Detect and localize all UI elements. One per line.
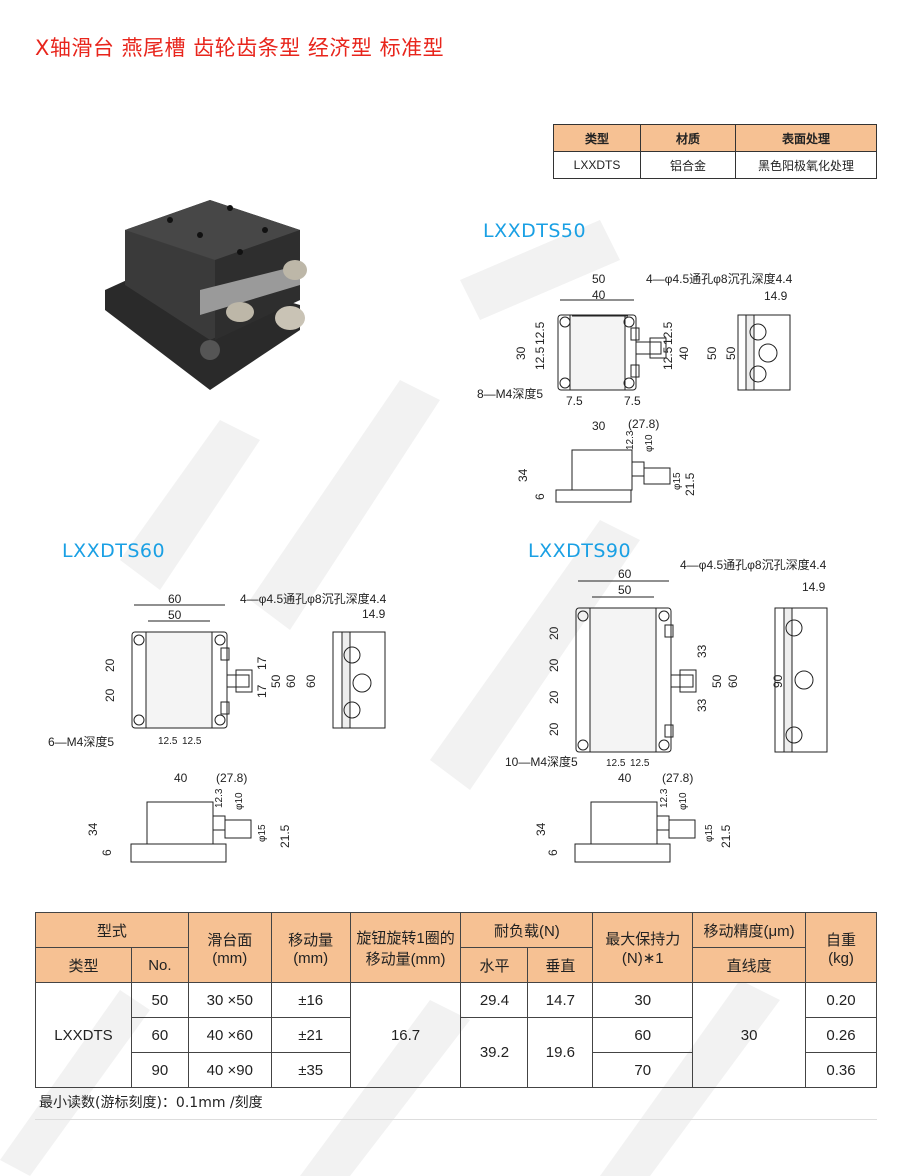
header-straightness: 直线度 — [692, 947, 807, 983]
header-table-face: 滑台面(mm) — [187, 912, 272, 983]
material-table: 类型 材质 表面处理 LXXDTS 铝合金 黑色阳极氧化处理 — [553, 124, 877, 179]
cell-face: 40 ×90 — [187, 1052, 272, 1088]
header-load-v: 垂直 — [527, 947, 594, 983]
cell-travel: ±21 — [270, 1017, 351, 1053]
cell-straightness: 30 — [692, 982, 807, 1088]
model-label-60: LXXDTS60 — [62, 540, 166, 562]
cell-no: 60 — [130, 1017, 189, 1053]
header-weight: 自重(kg) — [805, 912, 877, 983]
spec-table: 型式 滑台面(mm) 移动量(mm) 旋钮旋转1圈的移动量(mm) 耐负载(N)… — [35, 912, 877, 1088]
header-hold: 最大保持力(N)∗1 — [592, 912, 694, 983]
cell-weight: 0.26 — [805, 1017, 877, 1053]
cell-surface: 黑色阳极氧化处理 — [735, 151, 877, 179]
header-travel: 移动量(mm) — [270, 912, 351, 983]
cell-hold: 70 — [592, 1052, 694, 1088]
cell-type: LXXDTS — [553, 151, 641, 179]
cell-travel: ±16 — [270, 982, 351, 1018]
header-type: 类型 — [553, 124, 641, 152]
header-load: 耐负载(N) — [460, 912, 594, 948]
table-row: 90 40 ×90 ±35 70 0.36 — [36, 1052, 877, 1088]
header-per-turn: 旋钮旋转1圈的移动量(mm) — [349, 912, 462, 983]
table-row: LXXDTS 50 30 ×50 ±16 16.7 29.4 14.7 30 3… — [35, 982, 877, 1088]
cell-travel: ±35 — [270, 1052, 351, 1088]
cell-weight: 0.20 — [805, 982, 877, 1018]
product-photo — [105, 200, 307, 390]
header-load-h: 水平 — [460, 947, 529, 983]
model-label-90: LXXDTS90 — [528, 540, 632, 562]
footnote: 最小读数(游标刻度)：0.1mm /刻度 — [35, 1087, 877, 1120]
cell-no: 50 — [130, 982, 189, 1018]
cell-face: 30 ×50 — [187, 982, 272, 1018]
header-accuracy: 移动精度(μm) — [692, 912, 807, 948]
header-form: 型式 — [35, 912, 189, 948]
header-no: No. — [130, 947, 189, 983]
cell-load-h: 39.2 — [460, 1017, 529, 1088]
cell-per-turn: 16.7 — [349, 982, 462, 1088]
model-label-50: LXXDTS50 — [483, 220, 587, 242]
cell-load-h: 29.4 — [460, 982, 529, 1018]
header-material: 材质 — [640, 124, 736, 152]
cell-hold: 60 — [592, 1017, 694, 1053]
cell-material: 铝合金 — [640, 151, 736, 179]
header-type: 类型 — [35, 947, 132, 983]
page-title: X轴滑台 燕尾槽 齿轮齿条型 经济型 标准型 — [35, 36, 445, 60]
cell-type: LXXDTS — [35, 982, 132, 1088]
cell-weight: 0.36 — [805, 1052, 877, 1088]
cell-load-v: 14.7 — [527, 982, 594, 1018]
header-surface: 表面处理 — [735, 124, 877, 152]
cell-face: 40 ×60 — [187, 1017, 272, 1053]
cell-hold: 30 — [592, 982, 694, 1018]
table-row: 60 40 ×60 ±21 39.2 19.6 60 0.26 — [36, 1017, 877, 1088]
cell-no: 90 — [130, 1052, 189, 1088]
cell-load-v: 19.6 — [527, 1017, 594, 1088]
